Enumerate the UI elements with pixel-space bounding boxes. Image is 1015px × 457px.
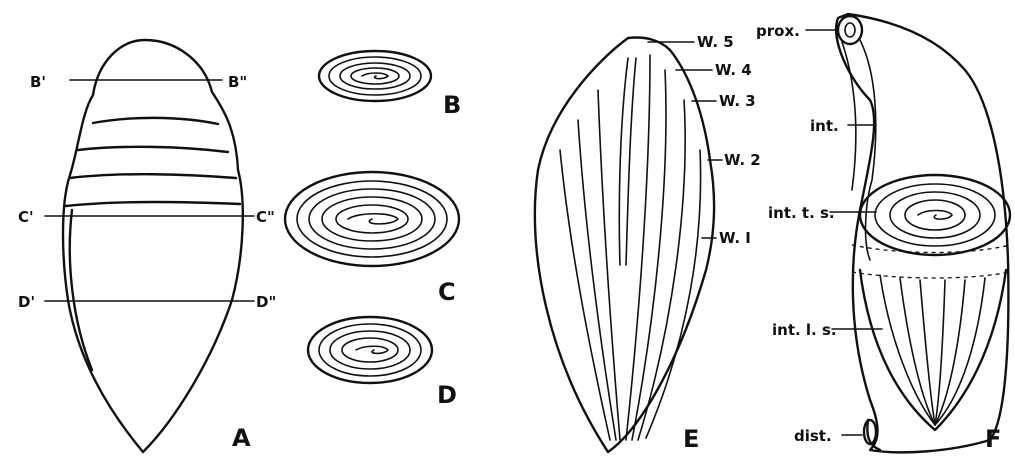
section-b-spiral-core [362, 73, 388, 79]
label-whorl-4: W. 4 [715, 61, 752, 79]
panel-a-segment-line-2 [78, 147, 228, 152]
panel-b: B [319, 51, 461, 119]
label-d-prime: D' [18, 293, 35, 311]
label-b-double-prime: B" [228, 73, 247, 91]
label-whorl-2: W. 2 [724, 151, 761, 169]
panel-f-ls-line-3 [920, 280, 935, 425]
label-whorl-1: W. I [719, 229, 751, 247]
label-int: int. [810, 117, 839, 135]
label-c-prime: C' [18, 208, 34, 226]
panel-a-segment-line-3 [70, 174, 236, 178]
panel-letter-f: F [985, 425, 1001, 453]
panel-letter-a: A [232, 424, 251, 452]
panel-letter-e: E [683, 425, 699, 453]
panel-f-proximal-opening [838, 16, 862, 44]
panel-d: D [308, 317, 457, 409]
panel-a-outline [63, 40, 243, 452]
label-whorl-5: W. 5 [697, 33, 734, 51]
panel-a: B' B" C' C" D' D" A [18, 40, 276, 452]
panel-letter-b: B [443, 91, 461, 119]
label-int-ls: int. l. s. [772, 321, 837, 339]
section-c-spiral-core [348, 214, 398, 224]
panel-f-dashed-band-bottom [852, 272, 1010, 278]
label-d-double-prime: D" [256, 293, 276, 311]
panel-e-whorl-line-8 [638, 100, 685, 440]
panel-e-whorl-line-4 [578, 120, 616, 440]
panel-f: prox. int. int. t. s. int. l. s. dist. F [756, 14, 1010, 453]
section-d-spiral-core [356, 346, 388, 353]
panel-e-whorl-line-2 [626, 58, 636, 265]
label-int-ts: int. t. s. [768, 204, 835, 222]
panel-f-ls-line-2 [900, 278, 935, 425]
panel-f-intestine-tube-inner [842, 42, 856, 190]
panel-e: W. 5 W. 4 W. 3 W. 2 W. I E [535, 33, 761, 453]
panel-e-whorl-line-5 [598, 90, 620, 440]
label-c-double-prime: C" [256, 208, 275, 226]
panel-letter-c: C [438, 278, 456, 306]
panel-letter-d: D [437, 381, 457, 409]
panel-a-segment-line-4 [66, 202, 240, 206]
label-whorl-3: W. 3 [719, 92, 756, 110]
section-d-ring-4 [342, 338, 398, 362]
panel-c: C [285, 172, 459, 306]
label-dist: dist. [794, 427, 832, 445]
section-d-ring-1 [308, 317, 432, 383]
label-prox: prox. [756, 22, 800, 40]
panel-e-whorl-line-6 [626, 55, 650, 440]
label-b-prime: B' [30, 73, 46, 91]
panel-f-proximal-lumen [845, 23, 855, 37]
panel-a-segment-line-1 [93, 118, 218, 124]
panel-f-ts-spiral-core [918, 211, 952, 220]
